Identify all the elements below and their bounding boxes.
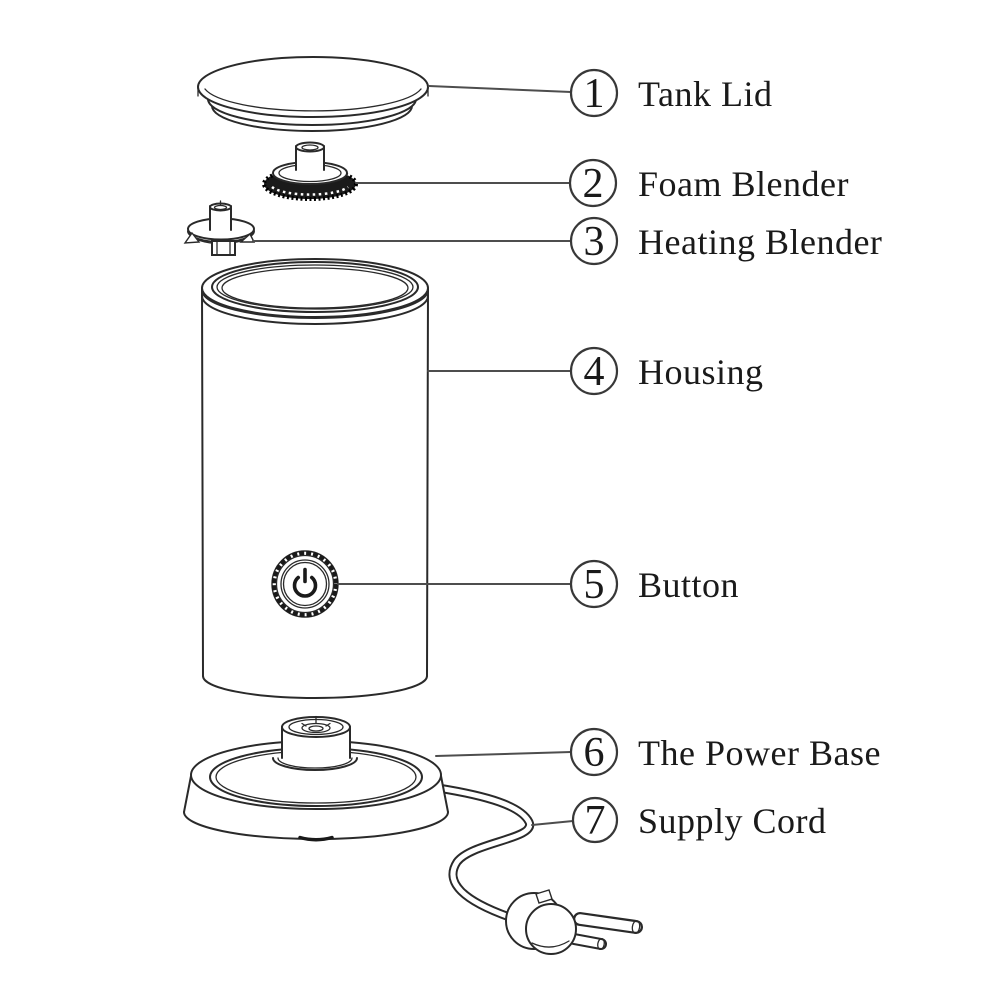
leader-line-7: [531, 820, 574, 826]
plug-clip: [535, 889, 553, 904]
callout-number-7: 7: [585, 798, 606, 844]
callouts: 1 Tank Lid 2 Foam Blender 3 Heating Blen…: [252, 68, 882, 844]
callout-5: 5 Button: [337, 559, 739, 609]
callout-number-6: 6: [584, 730, 605, 776]
callout-number-5: 5: [584, 562, 605, 608]
part-label-3: Heating Blender: [638, 222, 882, 262]
callout-6: 6 The Power Base: [435, 727, 881, 777]
callout-number-1: 1: [584, 71, 605, 117]
plug-prongs: [568, 912, 643, 950]
part-label-5: Button: [638, 565, 739, 605]
heating-blender-drawing: [183, 200, 256, 256]
power-base-drawing: [183, 715, 449, 842]
housing-drawing: [201, 258, 429, 699]
power-plug-drawing: [505, 889, 643, 955]
part-label-1: Tank Lid: [638, 74, 772, 114]
power-button: [271, 550, 339, 618]
callout-circle-6: [569, 727, 619, 777]
power-icon: [292, 567, 318, 598]
leader-line-6: [435, 751, 572, 757]
callout-number-3: 3: [584, 219, 605, 265]
part-label-6: The Power Base: [638, 733, 881, 773]
callout-2: 2 Foam Blender: [355, 158, 849, 208]
callout-circle-3: [569, 216, 619, 266]
right-foot: [239, 232, 256, 243]
callout-circle-1: [569, 68, 619, 118]
part-label-7: Supply Cord: [638, 801, 827, 841]
supply-cord-drawing: [433, 783, 534, 924]
callout-circle-7: [571, 796, 619, 844]
part-label-4: Housing: [638, 352, 764, 392]
callout-4: 4 Housing: [427, 346, 764, 396]
callout-circle-4: [569, 346, 619, 396]
tank-lid-drawing: [197, 56, 429, 132]
callout-number-2: 2: [583, 161, 604, 207]
leader-line-1: [428, 85, 572, 93]
callout-circle-2: [568, 158, 618, 208]
part-label-2: Foam Blender: [638, 164, 849, 204]
callout-number-4: 4: [584, 349, 605, 395]
base-connector: [281, 715, 351, 759]
callout-7: 7 Supply Cord: [531, 796, 827, 844]
callout-circle-5: [569, 559, 619, 609]
left-foot: [183, 231, 201, 244]
callout-3: 3 Heating Blender: [252, 216, 882, 266]
foam-blender-drawing: [262, 141, 358, 201]
callout-1: 1 Tank Lid: [428, 68, 772, 118]
